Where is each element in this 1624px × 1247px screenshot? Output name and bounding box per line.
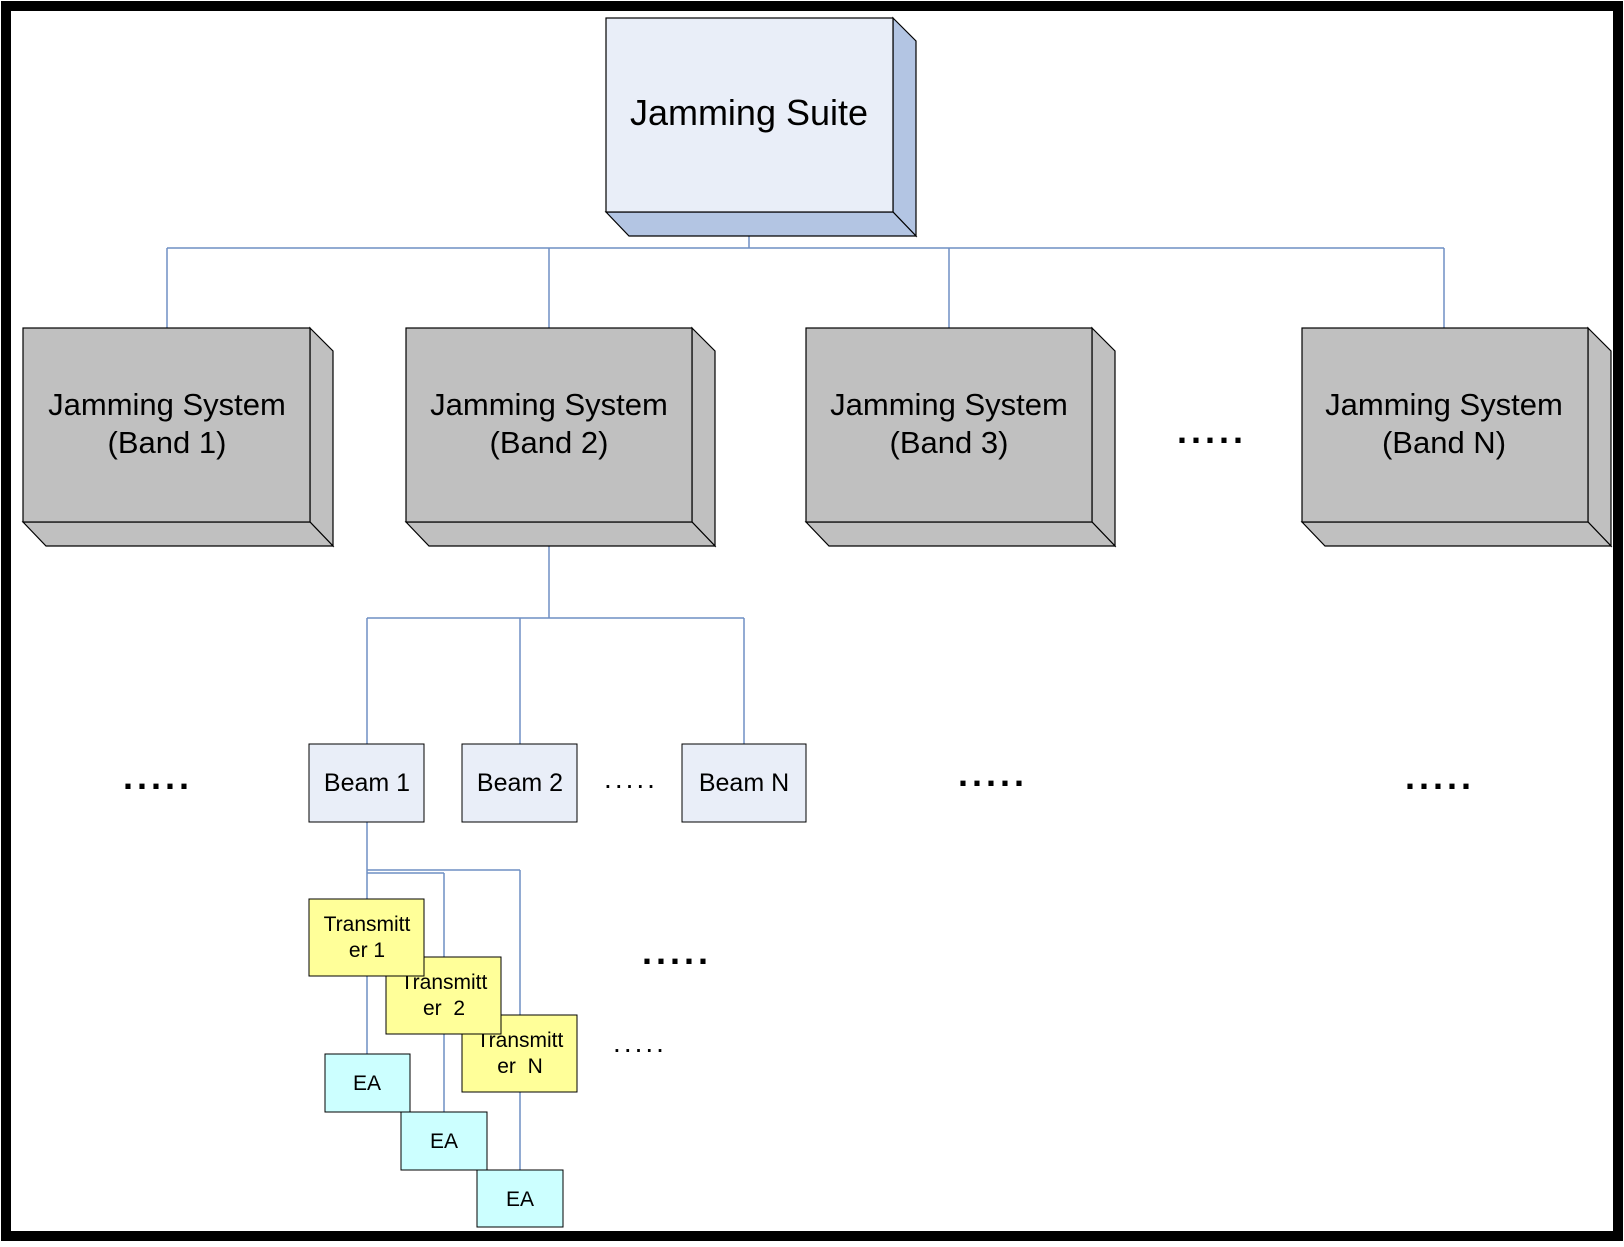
suite-front-face (605, 17, 894, 213)
beam-n-box (681, 743, 807, 823)
suite-side-face (892, 16, 917, 238)
ea-1-box (324, 1053, 411, 1113)
system-n-label-line2: (Band N) (1382, 425, 1506, 460)
jamming-system-1-node: Jamming System (Band 1) (21, 326, 335, 548)
beam-n-label: Beam N (699, 769, 789, 797)
ea-2-box (400, 1111, 488, 1171)
transmitter-1-node: Transmitt er 1 (308, 898, 425, 977)
ea-3-box (476, 1169, 564, 1228)
ellipsis-system3-children: ..... (958, 753, 1028, 794)
beam-1-node: Beam 1 (308, 743, 425, 823)
ellipsis-other-beam-children: ..... (642, 931, 712, 972)
ea-2-label: EA (430, 1130, 458, 1153)
transmitter-1-label-line1: Transmitt (324, 913, 411, 936)
suite-bottom-face (604, 211, 918, 237)
jamming-system-2-node: Jamming System (Band 2) (404, 326, 717, 548)
beam-2-node: Beam 2 (461, 743, 578, 823)
beam-n-node: Beam N (681, 743, 807, 823)
system-n-bottom-face (1300, 521, 1613, 547)
system-3-front-face (805, 327, 1093, 523)
system-1-bottom-face (21, 521, 335, 547)
transmitter-1-label-line2: er 1 (349, 939, 385, 962)
system-3-bottom-face (804, 521, 1117, 547)
ea-2-node: EA (400, 1111, 488, 1171)
transmitter-n-label-line1: Transmitt (477, 1029, 564, 1052)
system-2-front-face (405, 327, 693, 523)
system-1-front-face (22, 327, 311, 523)
beam-1-box (308, 743, 425, 823)
system-2-side-face (691, 326, 716, 548)
system-3-label-line1: Jamming System (830, 387, 1068, 422)
system-3-label-line2: (Band 3) (890, 425, 1009, 460)
transmitter-1-box (308, 898, 425, 977)
system-n-front-face (1301, 327, 1589, 523)
system-1-side-face (309, 326, 334, 548)
ellipsis-systemn-children: ..... (1405, 756, 1475, 797)
jamming-system-3-node: Jamming System (Band 3) (804, 326, 1117, 548)
transmitter-n-label-line2: er N (497, 1055, 543, 1078)
system-3-side-face (1091, 326, 1116, 548)
jamming-suite-node: Jamming Suite (604, 16, 918, 238)
ellipsis-between-beams: ..... (604, 763, 658, 794)
beam-2-box (461, 743, 578, 823)
beam-1-label: Beam 1 (324, 769, 410, 797)
system-1-label-line1: Jamming System (48, 387, 286, 422)
ea-1-node: EA (324, 1053, 411, 1113)
ea-3-node: EA (476, 1169, 564, 1228)
ea-1-label: EA (353, 1072, 381, 1095)
jamming-system-n-node: Jamming System (Band N) (1300, 326, 1613, 548)
beam-2-label: Beam 2 (477, 769, 563, 797)
system-2-label-line1: Jamming System (430, 387, 668, 422)
system-n-side-face (1587, 326, 1612, 548)
transmitter-2-label-line1: Transmitt (401, 971, 488, 994)
ellipsis-between-systems: ..... (1177, 410, 1247, 451)
suite-label: Jamming Suite (630, 92, 868, 133)
system-1-label-line2: (Band 1) (108, 425, 227, 460)
system-n-label-line1: Jamming System (1325, 387, 1563, 422)
ellipsis-left-beams: ..... (123, 756, 193, 797)
ea-3-label: EA (506, 1188, 534, 1211)
system-2-bottom-face (404, 521, 717, 547)
transmitter-2-label-line2: er 2 (423, 997, 465, 1020)
ellipsis-transmitters: ..... (613, 1027, 667, 1058)
system-2-label-line2: (Band 2) (490, 425, 609, 460)
